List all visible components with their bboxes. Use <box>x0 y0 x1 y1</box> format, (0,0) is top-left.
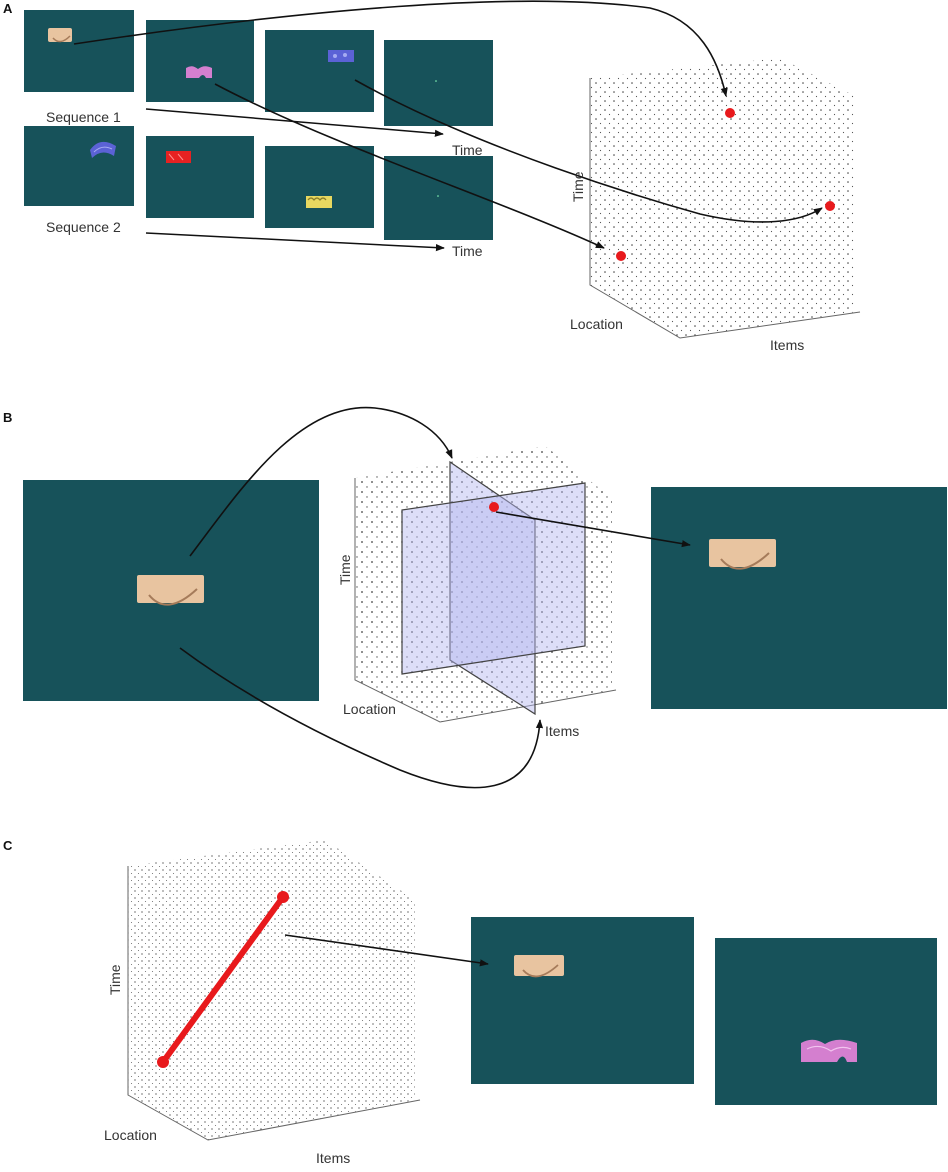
cube-a-items-axis-label: Items <box>770 337 805 353</box>
seq1-screen-2 <box>146 20 254 102</box>
panel-b <box>23 406 947 789</box>
cube-c-trajectory <box>160 894 286 1065</box>
red-item-a <box>166 151 191 163</box>
cube-c-marker-start <box>157 1056 169 1068</box>
tiny-dot-seq2 <box>437 195 439 197</box>
map-arrow-a3 <box>214 83 605 249</box>
map-arrow-c <box>284 934 489 967</box>
map-arrow-b2 <box>179 647 544 789</box>
tiny-dot-seq1 <box>435 80 437 82</box>
time-label-seq2: Time <box>452 243 483 259</box>
seq1-screen-1 <box>24 10 134 92</box>
time-label-seq1: Time <box>452 142 483 158</box>
cube-a-marker-1 <box>725 108 735 118</box>
cube-c-axes <box>127 866 421 1141</box>
panel-letter-b: B <box>3 410 13 425</box>
cube-a-time-axis-label: Time <box>570 171 586 202</box>
cube-b-plane-items <box>449 460 536 716</box>
pink-item-a <box>186 66 212 78</box>
cube-c <box>127 840 421 1141</box>
seq1-screen-4 <box>384 40 493 126</box>
cube-a-marker-3 <box>616 251 626 261</box>
cube-c-dots <box>128 840 415 1140</box>
seq2-screen-2 <box>146 136 254 218</box>
cube-b-dots <box>355 446 612 722</box>
panel-a <box>24 0 861 339</box>
cube-b-time-axis-label: Time <box>337 554 353 585</box>
seq2-screen-3 <box>265 146 374 228</box>
hand-item-b-left <box>137 575 204 606</box>
pink-item-c <box>801 1039 857 1062</box>
cube-a-axes <box>589 78 861 339</box>
cube-b-items-axis-label: Items <box>545 723 580 739</box>
hand-item-a <box>48 28 72 43</box>
panel-letter-a: A <box>3 1 13 16</box>
cube-c-items-axis-label: Items <box>316 1150 351 1166</box>
panel-letter-c: C <box>3 838 13 853</box>
blue-item-a-seq1 <box>328 50 354 62</box>
cube-c-time-axis-label: Time <box>107 964 123 995</box>
seq2-time-arrow <box>145 232 445 252</box>
hand-item-c <box>514 955 564 978</box>
seq2-screen-1 <box>24 126 134 206</box>
sequence-2-label: Sequence 2 <box>46 219 121 235</box>
cube-a-front-face <box>590 58 855 338</box>
sequence-1-label: Sequence 1 <box>46 109 121 125</box>
cube-a-marker-2 <box>825 201 835 211</box>
blue-item-a-seq2 <box>90 141 116 158</box>
seq2-screen-4 <box>384 156 493 240</box>
cube-c-location-axis-label: Location <box>104 1127 157 1143</box>
b-right-screen <box>651 487 947 709</box>
hand-item-b-right <box>709 539 776 570</box>
cube-a-location-axis-label: Location <box>570 316 623 332</box>
map-arrow-b1 <box>189 406 453 557</box>
cube-a <box>589 58 861 339</box>
map-arrow-a2 <box>354 79 823 223</box>
map-arrow-b3 <box>495 511 691 548</box>
seq1-screen-3 <box>265 30 374 112</box>
cube-b-marker <box>489 502 499 512</box>
cube-b-location-axis-label: Location <box>343 701 396 717</box>
c-screen-2 <box>715 938 937 1105</box>
cube-b <box>354 446 617 723</box>
map-arrow-a1 <box>73 0 728 97</box>
panel-c <box>127 840 937 1141</box>
yellow-item-a <box>306 196 332 208</box>
c-screen-1 <box>471 917 694 1084</box>
cube-b-axes <box>354 478 617 723</box>
cube-b-plane-location <box>401 482 586 675</box>
cube-c-marker-end <box>277 891 289 903</box>
